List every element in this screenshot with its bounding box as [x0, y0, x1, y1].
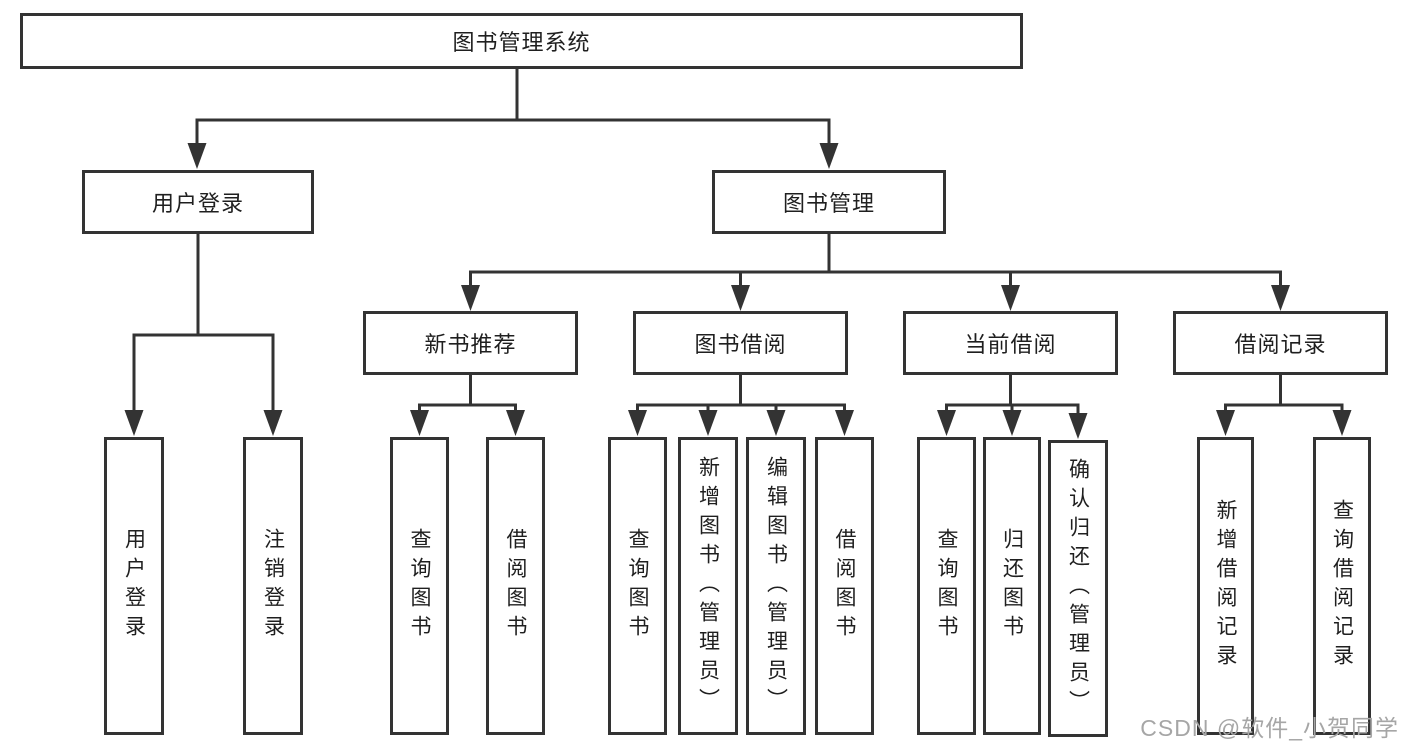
node-library-management-system: 图书管理系统 — [20, 13, 1023, 69]
leaf-confirm-return-admin: 确认归还（管理员） — [1048, 440, 1108, 737]
leaf-logout-login: 注销登录 — [243, 437, 303, 735]
node-book-management: 图书管理 — [712, 170, 946, 234]
leaf-borrow-books-recommend: 借阅图书 — [486, 437, 545, 735]
node-user-login: 用户登录 — [82, 170, 314, 234]
leaf-edit-book-admin: 编辑图书（管理员） — [746, 437, 806, 735]
csdn-watermark: CSDN @软件_小贺同学 — [1140, 715, 1399, 741]
leaf-add-borrow-record: 新增借阅记录 — [1197, 437, 1254, 735]
leaf-borrow-books-borrowing: 借阅图书 — [815, 437, 874, 735]
node-book-borrowing: 图书借阅 — [633, 311, 848, 375]
leaf-user-login: 用户登录 — [104, 437, 164, 735]
leaf-query-borrow-record: 查询借阅记录 — [1313, 437, 1371, 735]
leaf-return-books: 归还图书 — [983, 437, 1041, 735]
leaf-query-books-current: 查询图书 — [917, 437, 976, 735]
node-borrowing-records: 借阅记录 — [1173, 311, 1388, 375]
leaf-query-books-borrowing: 查询图书 — [608, 437, 667, 735]
leaf-query-books-recommend: 查询图书 — [390, 437, 449, 735]
node-new-book-recommendation: 新书推荐 — [363, 311, 578, 375]
node-current-borrowing: 当前借阅 — [903, 311, 1118, 375]
leaf-add-book-admin: 新增图书（管理员） — [678, 437, 738, 735]
